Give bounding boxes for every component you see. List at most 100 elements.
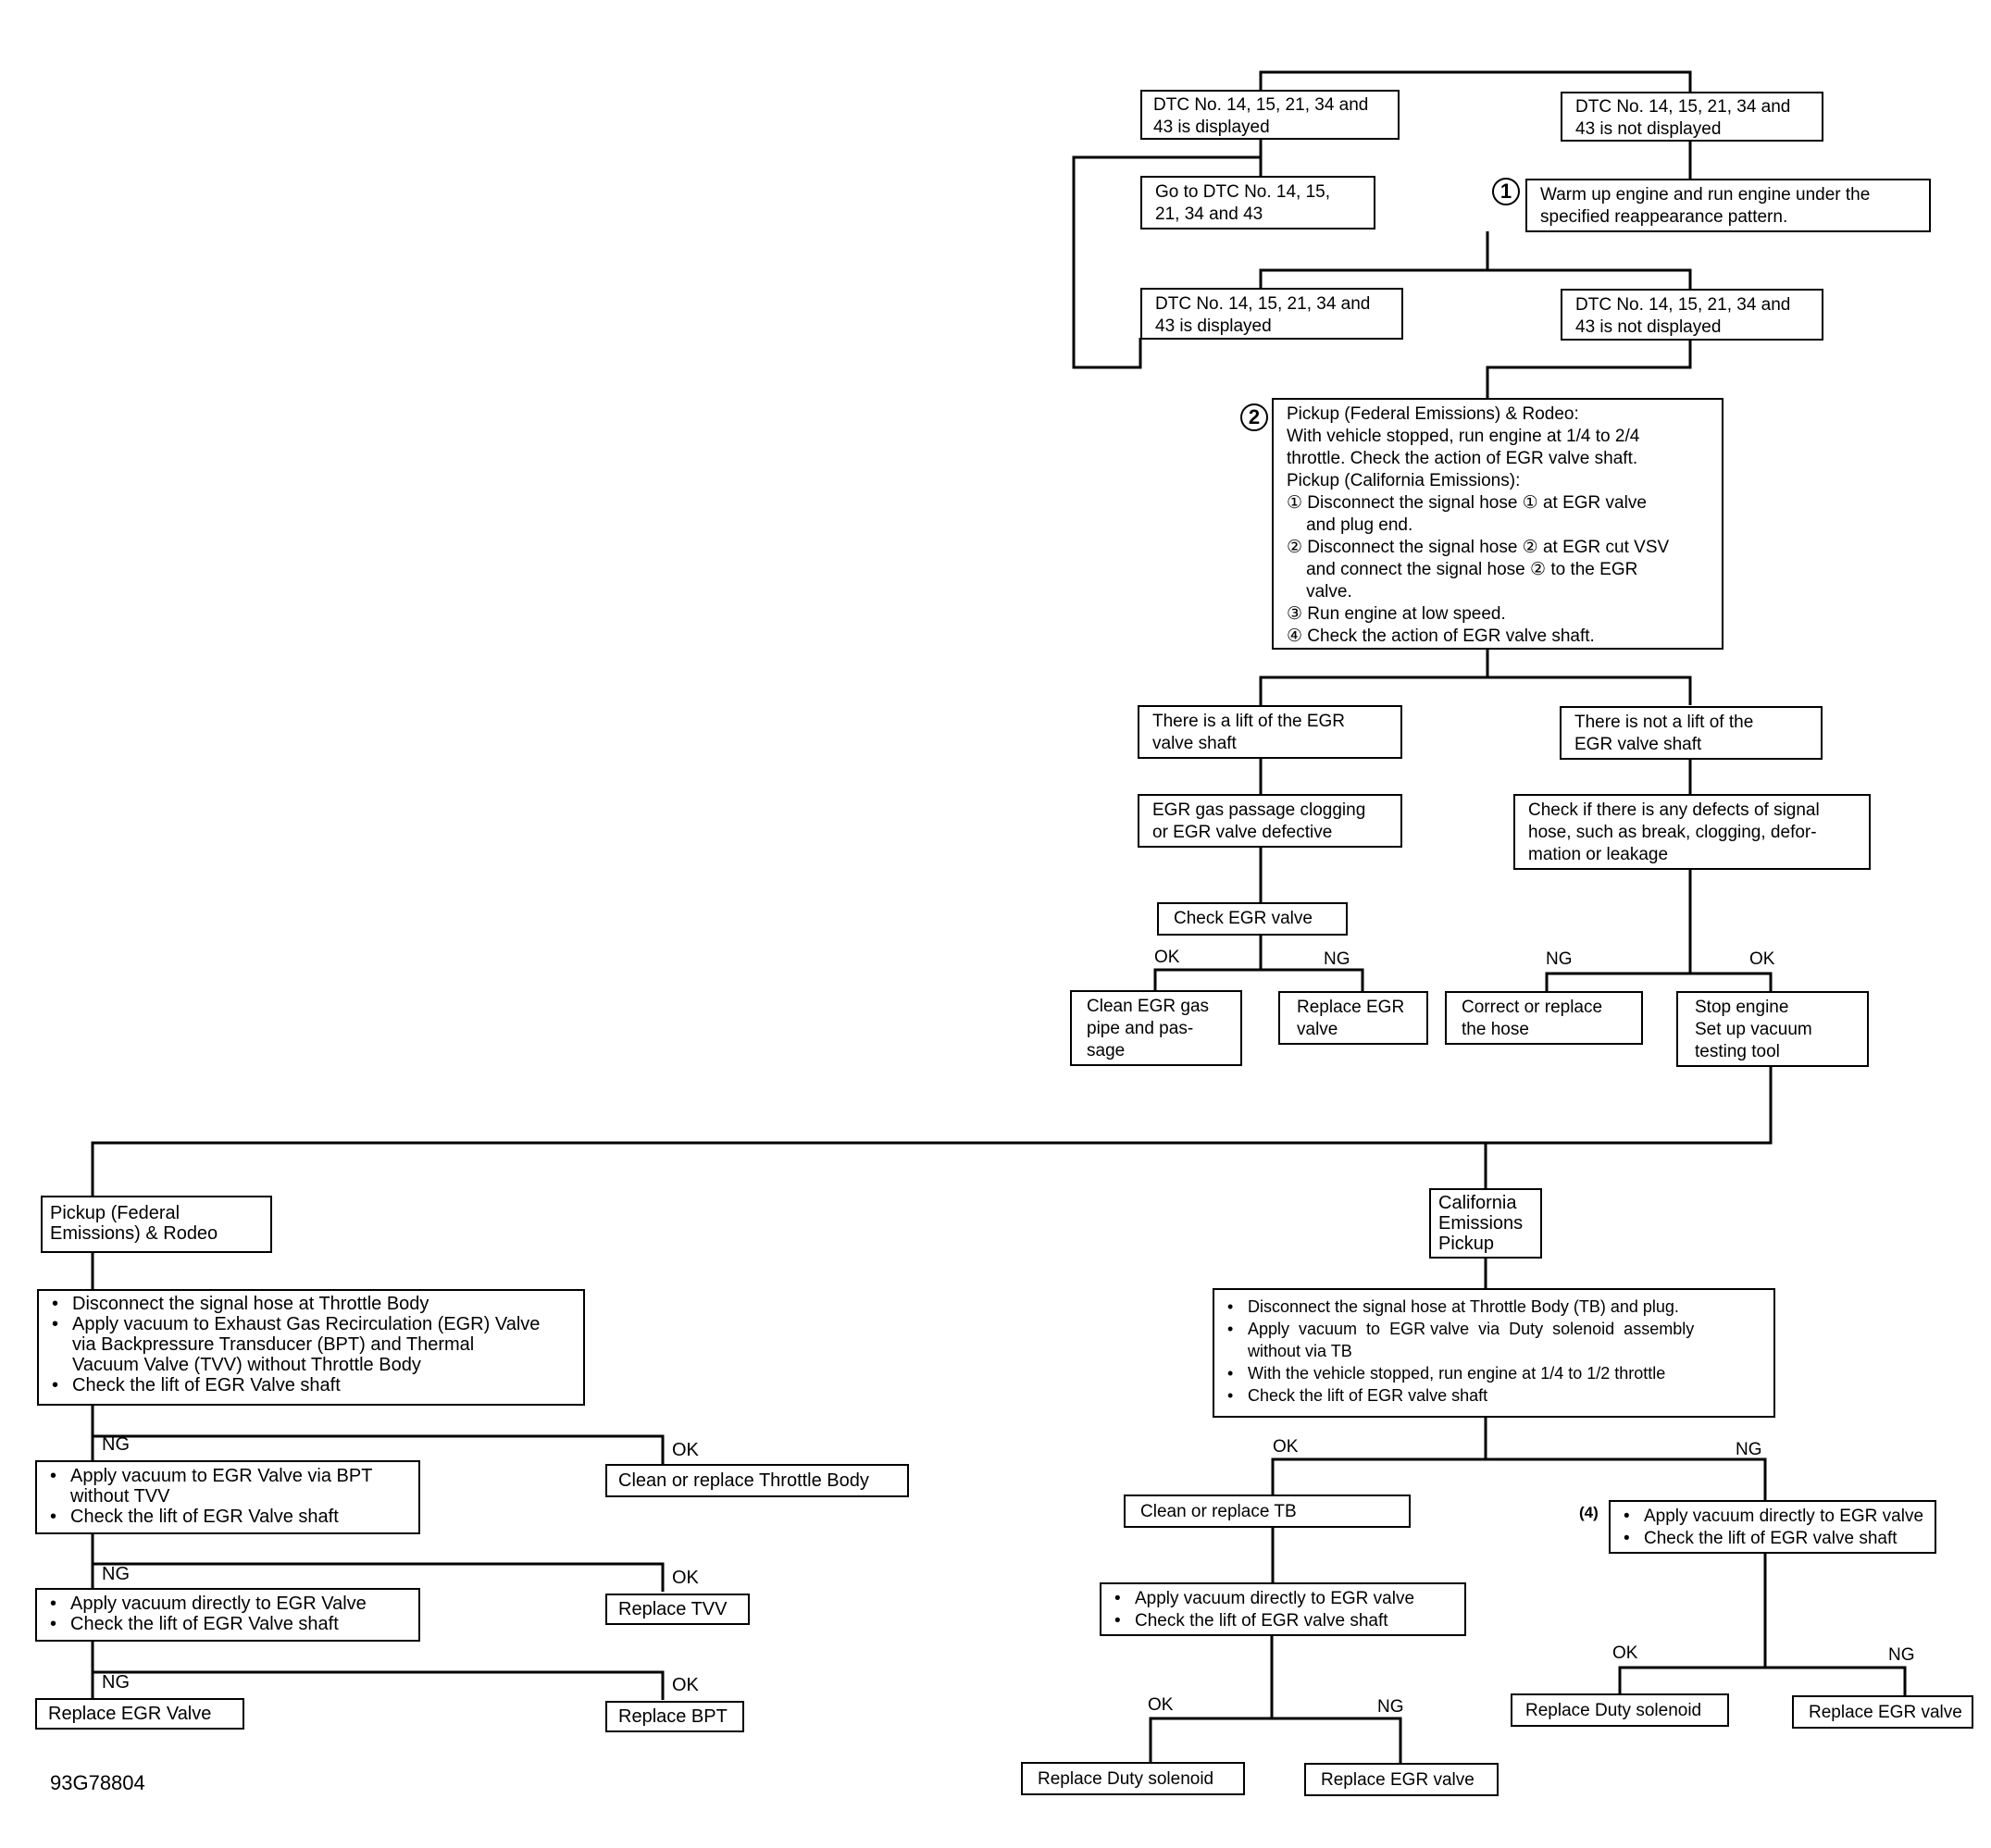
- box-line: DTC No. 14, 15, 21, 34 and: [1153, 95, 1369, 115]
- box-line: DTC No. 14, 15, 21, 34 and: [1575, 295, 1791, 315]
- box-line: Go to DTC No. 14, 15,: [1155, 182, 1331, 202]
- egr-clogging-box: EGR gas passage clogging or EGR valve de…: [1138, 794, 1402, 848]
- box-line: Emissions) & Rodeo: [50, 1223, 218, 1244]
- replace-egr-valve-federal-box: Replace EGR Valve: [35, 1698, 244, 1730]
- replace-tvv-box: Replace TVV: [605, 1594, 750, 1625]
- federal-step1-box: Disconnect the signal hose at Throttle B…: [37, 1289, 585, 1406]
- box-line: pipe and pas-: [1087, 1019, 1194, 1038]
- bullet-item: Check the lift of EGR Valve shaft: [52, 1375, 570, 1395]
- box-line: ② Disconnect the signal hose ② at EGR cu…: [1287, 538, 1670, 557]
- box-line: Check EGR valve: [1174, 909, 1313, 928]
- box-line: 43 is displayed: [1155, 316, 1272, 336]
- ok-label: OK: [672, 1440, 699, 1460]
- box-line: Pickup: [1438, 1234, 1495, 1254]
- ok-label: OK: [1612, 1643, 1638, 1663]
- ok-label: OK: [672, 1675, 699, 1695]
- replace-bpt-box: Replace BPT: [605, 1701, 744, 1732]
- box-line: Replace EGR Valve: [48, 1704, 212, 1724]
- stop-engine-box: Stop engine Set up vacuum testing tool: [1676, 991, 1869, 1067]
- replace-egr-valve-box-top: Replace EGR valve: [1278, 991, 1428, 1045]
- clean-replace-throttle-body-box: Clean or replace Throttle Body: [605, 1464, 909, 1497]
- ng-label: NG: [1377, 1697, 1404, 1717]
- ng-label: NG: [1324, 949, 1350, 969]
- replace-egr-valve-box-1: Replace EGR valve: [1304, 1763, 1499, 1796]
- ok-label: OK: [672, 1568, 699, 1588]
- box-line: Check if there is any defects of signal: [1528, 800, 1820, 820]
- box-line: Clean EGR gas: [1087, 997, 1210, 1016]
- check-signal-hose-box: Check if there is any defects of signal …: [1513, 794, 1871, 870]
- box-line: Replace BPT: [618, 1706, 728, 1727]
- federal-title-box: Pickup (Federal Emissions) & Rodeo: [41, 1196, 272, 1253]
- ok-label: OK: [1749, 949, 1775, 969]
- box-line: Clean or replace Throttle Body: [618, 1470, 869, 1491]
- step-4-marker: (4): [1579, 1504, 1599, 1521]
- clean-replace-tb-box: Clean or replace TB: [1124, 1495, 1411, 1528]
- box-line: ④ Check the action of EGR valve shaft.: [1287, 626, 1595, 646]
- box-line: hose, such as break, clogging, defor-: [1528, 823, 1817, 842]
- box-line: Set up vacuum: [1695, 1020, 1812, 1039]
- box-line: DTC No. 14, 15, 21, 34 and: [1575, 97, 1791, 117]
- bullet-continuation: via Backpressure Transducer (BPT) and Th…: [72, 1334, 475, 1355]
- box-line: Replace TVV: [618, 1599, 728, 1619]
- box-line: 43 is not displayed: [1575, 317, 1722, 337]
- lift-absent-box: There is not a lift of the EGR valve sha…: [1560, 706, 1823, 760]
- box-line: Replace EGR: [1297, 998, 1405, 1017]
- bullet-item: Check the lift of EGR Valve shaft: [50, 1507, 405, 1527]
- box-line: 43 is displayed: [1153, 118, 1270, 137]
- box-line: and connect the signal hose ② to the EGR: [1287, 560, 1638, 579]
- go-to-dtc-box: Go to DTC No. 14, 15, 21, 34 and 43: [1140, 176, 1375, 229]
- box-line: Warm up engine and run engine under the: [1540, 185, 1871, 205]
- bullet-item: Apply vacuum directly to EGR valve: [1624, 1506, 1923, 1528]
- box-line: California: [1438, 1193, 1517, 1213]
- box-line: Stop engine: [1695, 998, 1789, 1017]
- federal-step3-box: Apply vacuum directly to EGR Valve Check…: [35, 1588, 420, 1642]
- dtc-not-displayed-box-2: DTC No. 14, 15, 21, 34 and 43 is not dis…: [1561, 289, 1823, 341]
- box-line: Pickup (California Emissions):: [1287, 471, 1521, 490]
- replace-duty-solenoid-box-2: Replace Duty solenoid: [1511, 1693, 1729, 1727]
- bullet-item: Apply vacuum to Exhaust Gas Recirculatio…: [52, 1314, 570, 1334]
- box-line: and plug end.: [1287, 515, 1413, 535]
- warm-up-engine-box: Warm up engine and run engine under the …: [1525, 179, 1931, 232]
- bullet-item: Disconnect the signal hose at Throttle B…: [52, 1294, 570, 1314]
- bullet-item: Check the lift of EGR valve shaft: [1227, 1384, 1761, 1407]
- box-line: mation or leakage: [1528, 845, 1669, 864]
- box-line: valve: [1297, 1020, 1338, 1039]
- bullet-item: Apply vacuum to EGR valve via Duty solen…: [1227, 1318, 1761, 1340]
- box-line: Replace Duty solenoid: [1525, 1701, 1702, 1720]
- dtc-displayed-box-2: DTC No. 14, 15, 21, 34 and 43 is display…: [1140, 288, 1403, 340]
- bullet-item: Apply vacuum to EGR Valve via BPT: [50, 1466, 405, 1486]
- bullet-item: Check the lift of EGR valve shaft: [1114, 1610, 1451, 1632]
- box-line: Pickup (Federal: [50, 1203, 180, 1223]
- dtc-displayed-box-1: DTC No. 14, 15, 21, 34 and 43 is display…: [1140, 90, 1400, 140]
- box-line: DTC No. 14, 15, 21, 34 and: [1155, 294, 1371, 314]
- box-line: 43 is not displayed: [1575, 119, 1722, 139]
- box-line: Replace EGR valve: [1809, 1703, 1962, 1722]
- bullet-continuation: Vacuum Valve (TVV) without Throttle Body: [72, 1355, 421, 1375]
- lift-present-box: There is a lift of the EGR valve shaft: [1138, 705, 1402, 759]
- ng-label: NG: [102, 1672, 130, 1693]
- clean-egr-pipe-box: Clean EGR gas pipe and pas- sage: [1070, 990, 1242, 1066]
- box-line: Replace Duty solenoid: [1038, 1769, 1214, 1789]
- box-line: EGR valve shaft: [1574, 735, 1702, 754]
- box-line: ③ Run engine at low speed.: [1287, 604, 1506, 624]
- box-line: Pickup (Federal Emissions) & Rodeo:: [1287, 404, 1579, 424]
- federal-step2-box: Apply vacuum to EGR Valve via BPT withou…: [35, 1460, 420, 1534]
- california-step1-box: Disconnect the signal hose at Throttle B…: [1213, 1288, 1775, 1418]
- box-line: testing tool: [1695, 1042, 1780, 1061]
- box-line: There is a lift of the EGR: [1152, 712, 1346, 731]
- ok-label: OK: [1148, 1695, 1174, 1715]
- ng-label: NG: [1736, 1440, 1762, 1459]
- dtc-not-displayed-box-1: DTC No. 14, 15, 21, 34 and 43 is not dis…: [1561, 92, 1823, 142]
- box-line: valve.: [1287, 582, 1352, 602]
- replace-duty-solenoid-box-1: Replace Duty solenoid: [1021, 1762, 1245, 1795]
- bullet-continuation: without via TB: [1248, 1342, 1352, 1360]
- bullet-item: Apply vacuum directly to EGR valve: [1114, 1588, 1451, 1610]
- ng-label: NG: [1546, 949, 1573, 969]
- box-line: Replace EGR valve: [1321, 1770, 1475, 1790]
- box-line: or EGR valve defective: [1152, 823, 1333, 842]
- box-line: 21, 34 and 43: [1155, 205, 1263, 224]
- box-line: EGR gas passage clogging: [1152, 800, 1366, 820]
- box-line: Correct or replace: [1462, 998, 1603, 1017]
- california-ng-step-box: Apply vacuum directly to EGR valve Check…: [1609, 1500, 1936, 1554]
